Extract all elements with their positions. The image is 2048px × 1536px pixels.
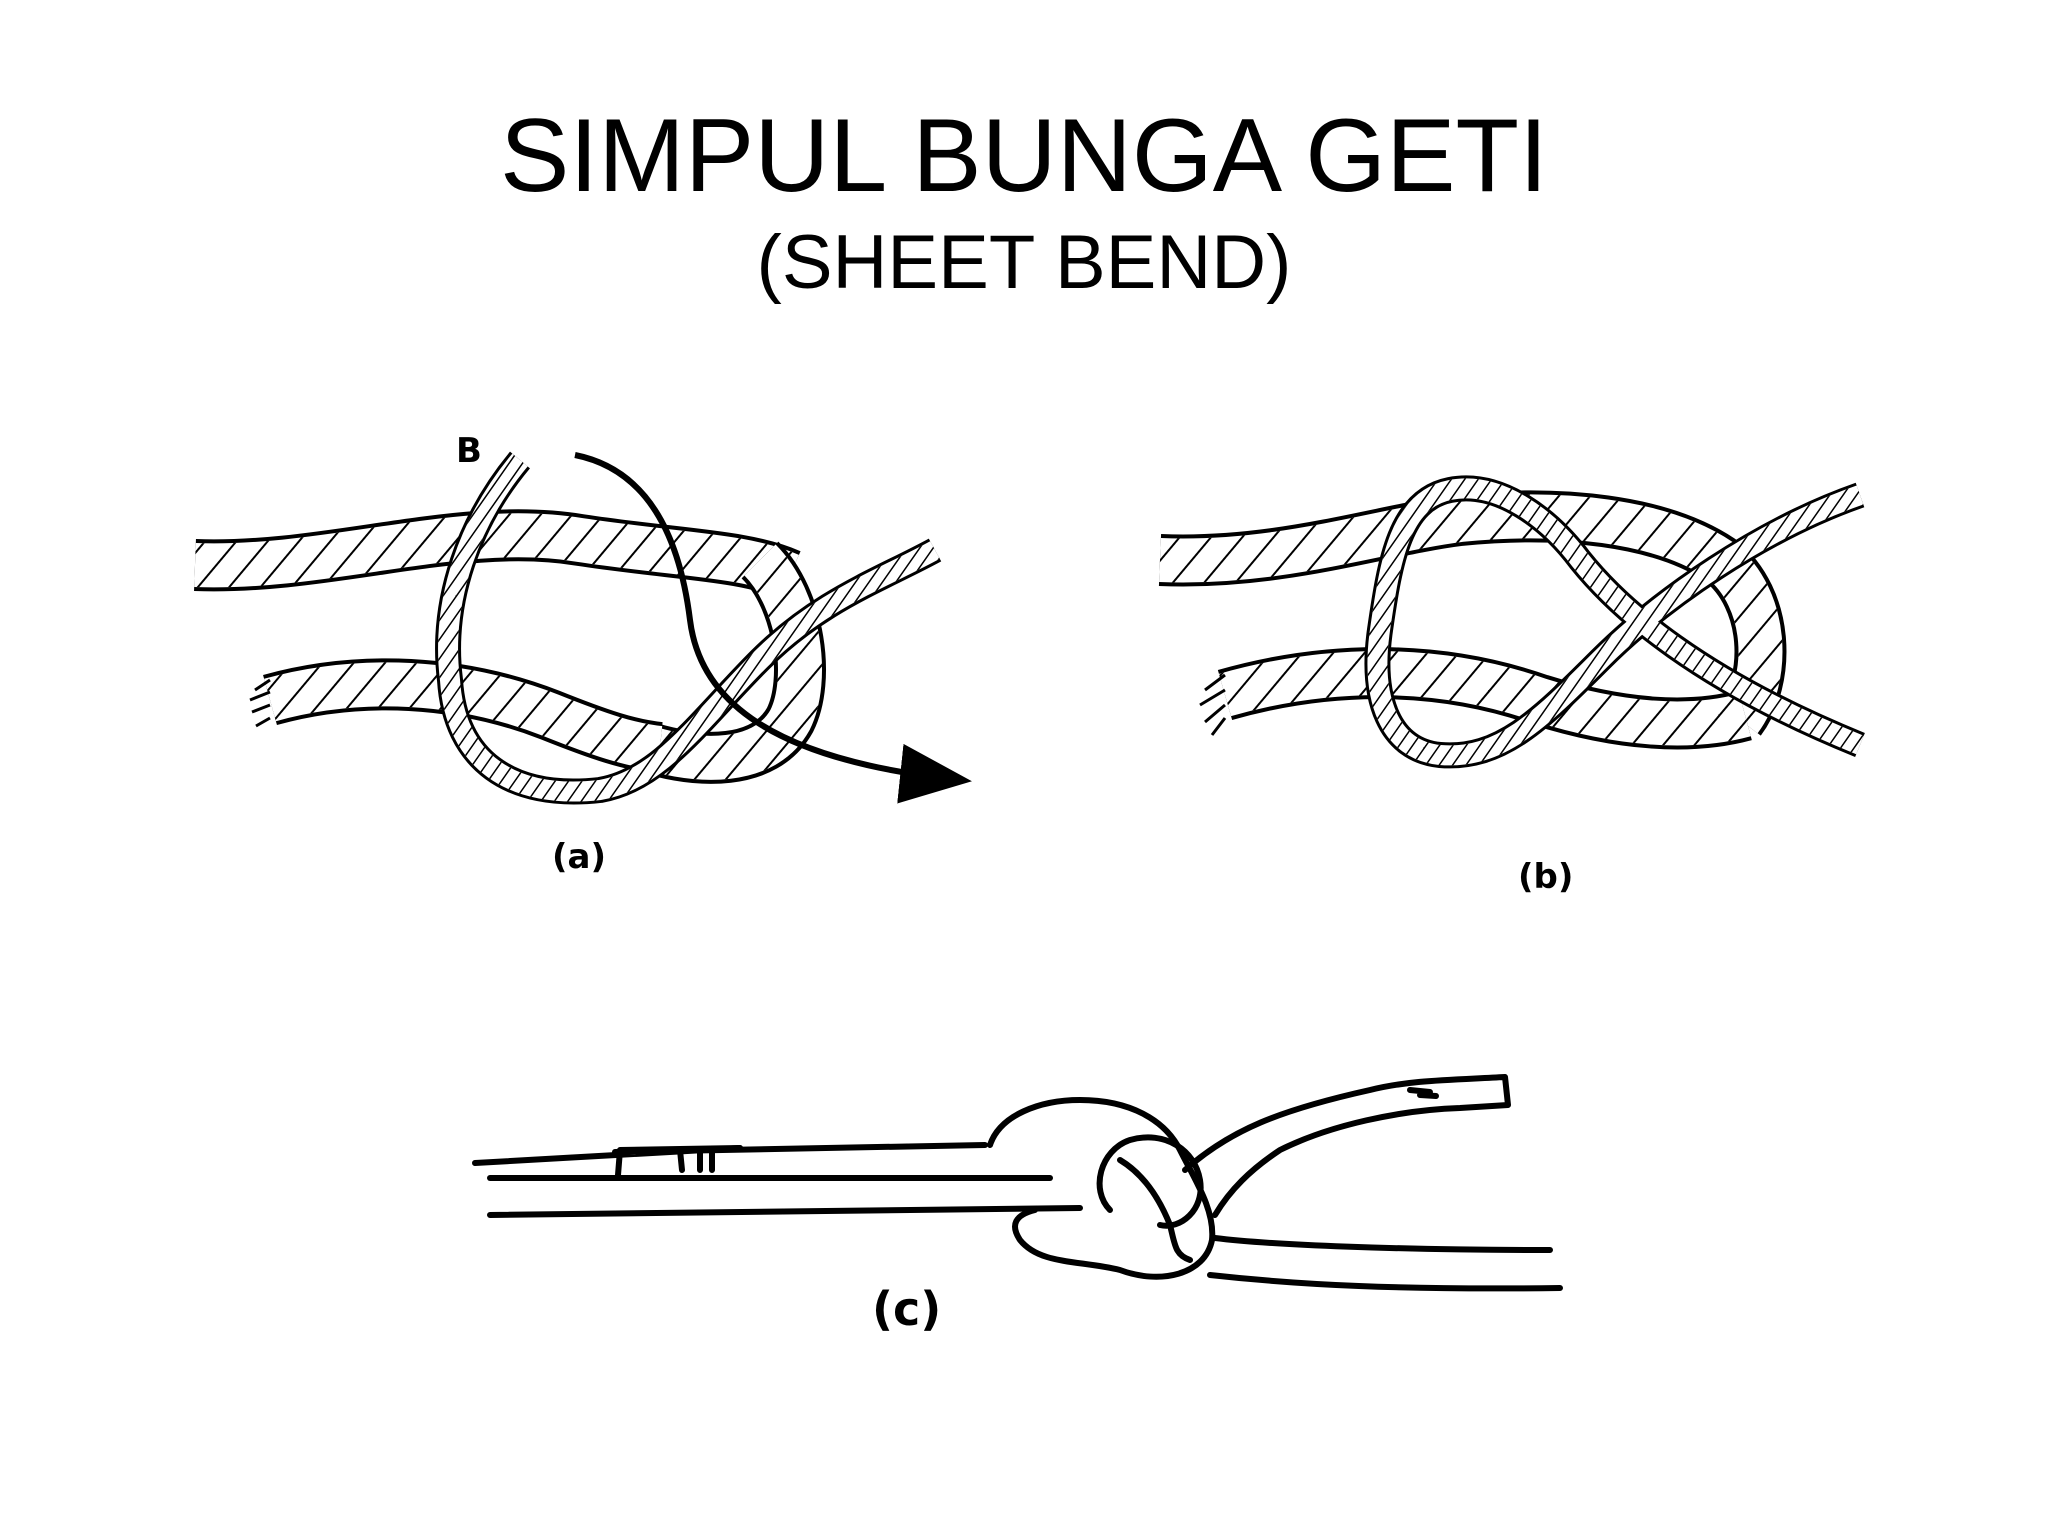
figure-b-caption: (b) xyxy=(1518,857,1573,897)
figure-c-caption: (c) xyxy=(872,1282,941,1336)
figure-b-thin-rope-loop xyxy=(1364,475,1865,769)
figure-b-frayed-end xyxy=(1199,673,1227,736)
figure-a: B (a) xyxy=(194,431,972,877)
figure-a-marker: B xyxy=(456,431,482,471)
figure-c-right-lower-strands xyxy=(1207,1235,1563,1292)
figure-c-rising-tail xyxy=(1182,1074,1511,1218)
slide-subtitle: (SHEET BEND) xyxy=(756,220,1292,305)
figure-b-thick-rope-upper xyxy=(1158,490,1787,736)
figure-b: (b) xyxy=(1158,475,1865,897)
slide-title: SIMPUL BUNGA GETI xyxy=(500,98,1548,214)
figure-c-left-end xyxy=(615,1145,743,1178)
figure-c-knot-outer xyxy=(987,1097,1216,1280)
figure-a-caption: (a) xyxy=(552,837,606,877)
figure-a-thick-rope-bight xyxy=(631,541,826,784)
figure-a-frayed-end xyxy=(249,678,271,728)
figure-a-arrow xyxy=(574,452,972,804)
figure-c-knot-inner xyxy=(1096,1134,1204,1229)
figure-b-thick-rope-lower xyxy=(1217,647,1752,750)
figure-c-knot-cross xyxy=(1117,1157,1193,1263)
figure-a-thick-rope-upper xyxy=(194,509,801,600)
figure-a-thin-rope-loop xyxy=(435,451,942,805)
figure-c: (c) xyxy=(472,1074,1563,1336)
figure-a-thick-rope-lower xyxy=(263,658,664,774)
figure-c-lower-strand xyxy=(487,1205,1083,1218)
figure-c-tail-tick xyxy=(1407,1087,1439,1099)
